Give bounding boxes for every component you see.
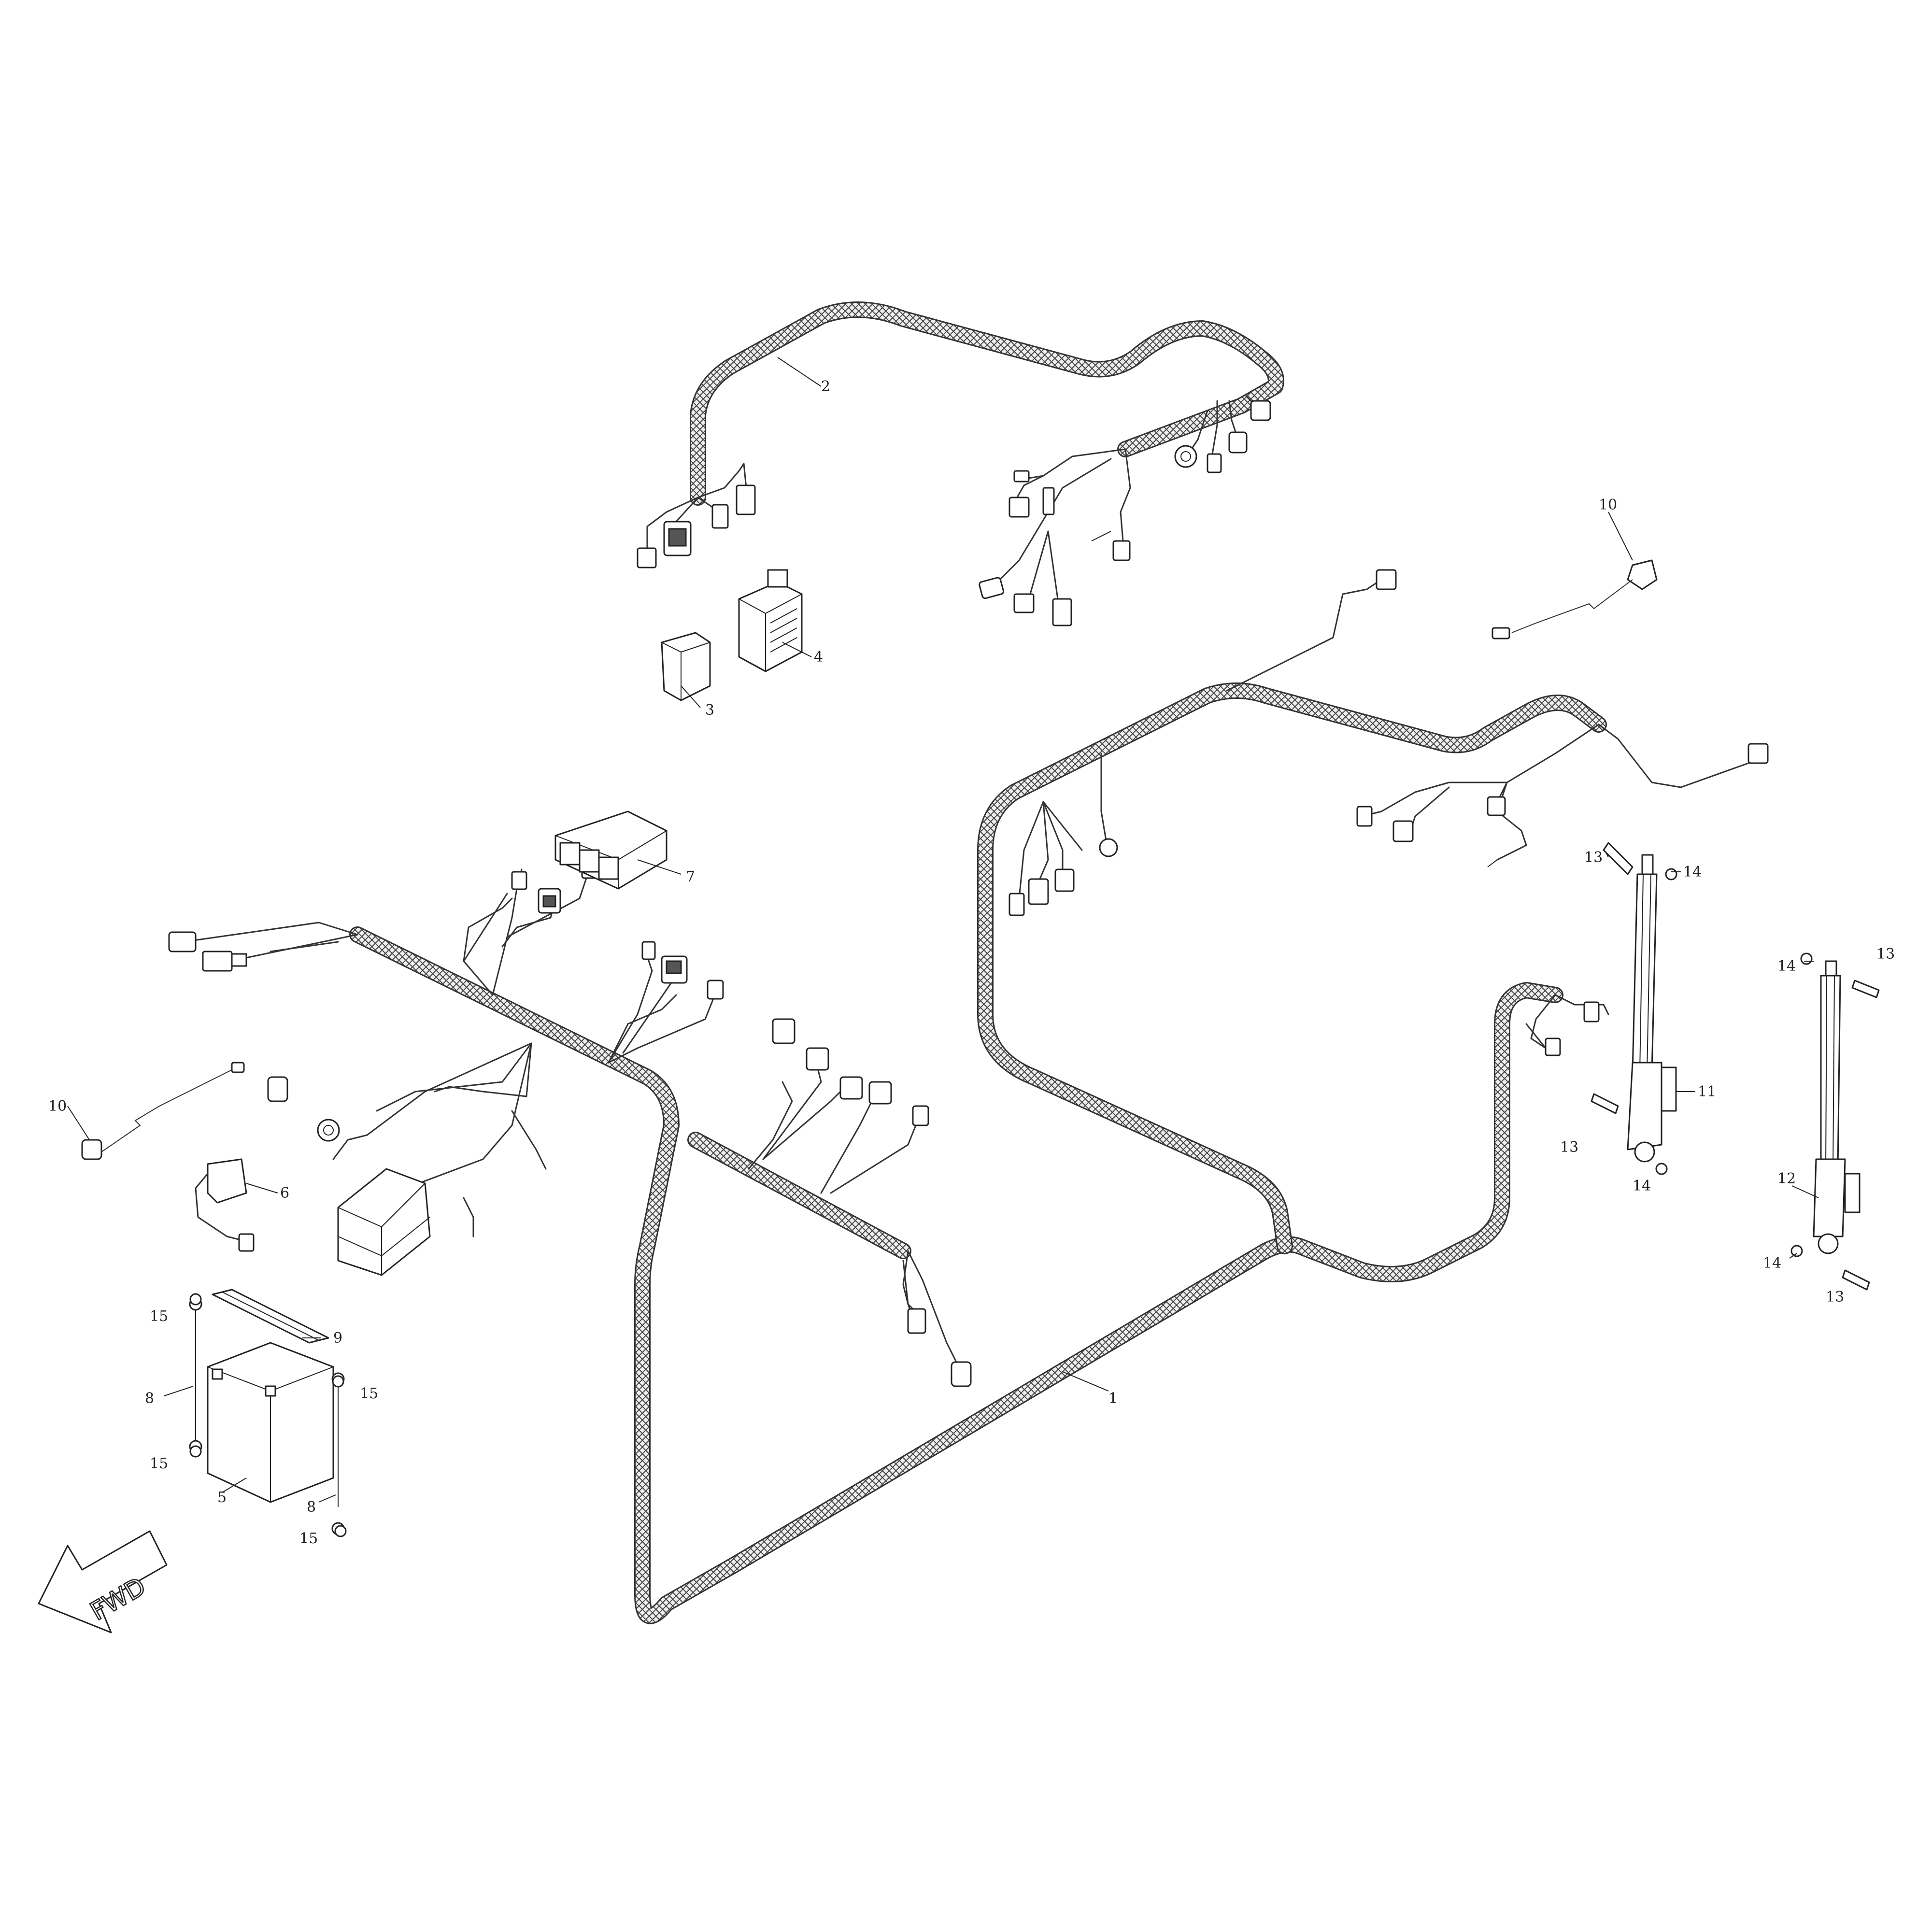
bolt-13-d <box>1842 1269 1870 1291</box>
callout-15-a: 15 <box>150 1308 168 1325</box>
part-6-relay <box>195 1158 255 1252</box>
part-9-strap <box>212 1289 329 1344</box>
nut-15-d <box>334 1525 347 1537</box>
part-7-module <box>554 810 668 890</box>
callout-2: 2 <box>821 378 830 395</box>
bolt-13-c <box>1851 980 1880 998</box>
nut-15-a <box>189 1293 202 1306</box>
callout-15-d: 15 <box>299 1530 318 1547</box>
callout-14-a: 14 <box>1683 864 1702 881</box>
callout-13-c: 13 <box>1876 946 1895 963</box>
callout-9: 9 <box>333 1330 342 1347</box>
part-5-battery <box>207 1342 334 1503</box>
callouts: 1 2 3 4 5 6 7 8 8 9 10 10 11 12 13 13 13… <box>48 378 1895 1547</box>
callout-8-left: 8 <box>145 1390 154 1407</box>
callout-5: 5 <box>217 1489 227 1506</box>
part-8-rod-left <box>189 1297 202 1453</box>
part-4-regulator <box>738 569 803 672</box>
part-10-sensor-left <box>81 1062 245 1160</box>
nut-15-b <box>189 1445 202 1458</box>
callout-4: 4 <box>814 649 823 666</box>
callout-15-c: 15 <box>360 1385 378 1402</box>
fuse-box <box>337 1168 431 1276</box>
part-3-module <box>661 632 711 701</box>
bolt-13-b <box>1591 1093 1619 1114</box>
callout-14-d: 14 <box>1763 1255 1781 1272</box>
part-10-sensor-right <box>1492 559 1658 639</box>
harness-2 <box>637 301 1284 626</box>
part-8-rod-right <box>331 1372 345 1535</box>
callout-8-right: 8 <box>307 1499 316 1516</box>
bolt-13-a <box>1603 842 1634 875</box>
callout-15-b: 15 <box>150 1455 168 1472</box>
callout-14-c: 14 <box>1777 958 1796 975</box>
callout-10-right: 10 <box>1599 497 1617 513</box>
callout-1: 1 <box>1108 1390 1118 1407</box>
harness-1 <box>168 569 1769 1624</box>
nut-14-b <box>1655 1163 1668 1175</box>
callout-14-b: 14 <box>1633 1178 1651 1194</box>
forward-arrow: FWD <box>38 1530 168 1634</box>
callout-11: 11 <box>1698 1083 1716 1100</box>
part-11-actuator <box>1627 854 1677 1163</box>
part-12-actuator <box>1813 960 1861 1254</box>
callout-13-d: 13 <box>1826 1289 1844 1306</box>
nut-14-a <box>1665 868 1677 881</box>
nut-15-c <box>332 1375 344 1388</box>
callout-6: 6 <box>280 1185 289 1202</box>
leader-lines <box>67 357 1819 1503</box>
nut-14-c <box>1800 952 1813 965</box>
callout-13-b: 13 <box>1560 1139 1578 1156</box>
nut-14-d <box>1790 1245 1803 1257</box>
callout-12: 12 <box>1777 1170 1796 1187</box>
callout-13-a: 13 <box>1584 849 1603 866</box>
callout-3: 3 <box>705 702 714 719</box>
callout-10-left: 10 <box>48 1098 67 1115</box>
callout-7: 7 <box>686 868 695 885</box>
